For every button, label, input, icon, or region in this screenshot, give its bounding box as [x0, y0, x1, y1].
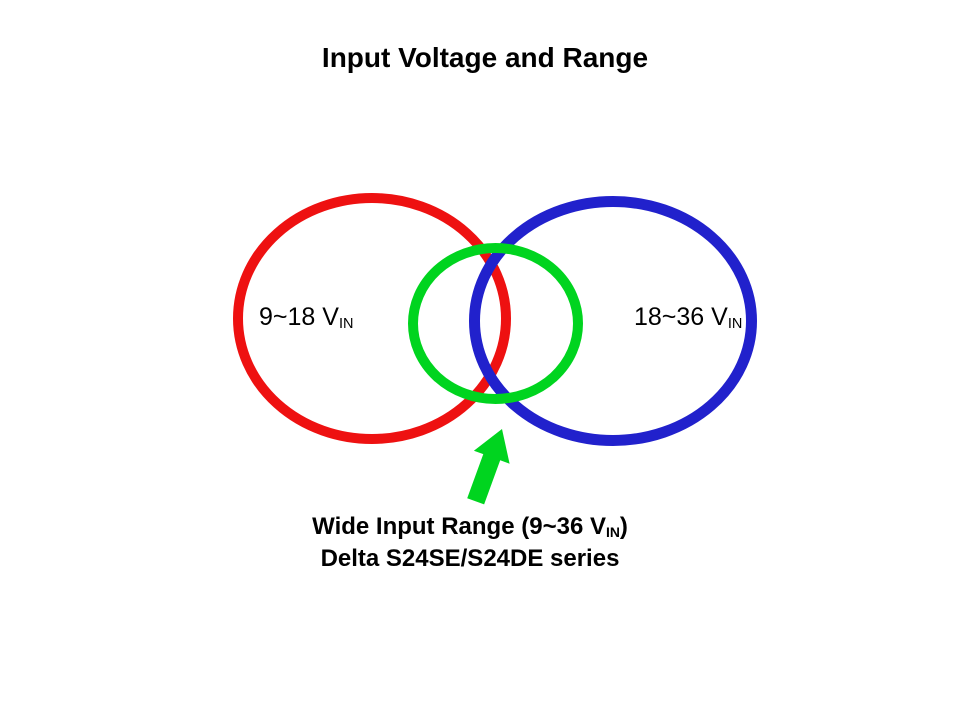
blue-circle-high-range [469, 196, 757, 446]
label-high-value: 18~36 V [634, 303, 728, 331]
slide-title: Input Voltage and Range [321, 42, 649, 73]
caption-line1-subscript: IN [605, 523, 620, 540]
label-high-subscript: IN [727, 315, 743, 332]
caption-line1-close: ) [619, 513, 628, 540]
caption-line1-text: Wide Input Range (9~36 V [312, 513, 606, 540]
label-high-input-range: 18~36 VIN [634, 302, 742, 332]
caption-line-wide-input-range: Wide Input Range (9~36 VIN) [0, 512, 940, 544]
caption: Wide Input Range (9~36 VIN) Delta S24SE/… [0, 512, 940, 574]
label-low-value: 9~18 V [259, 303, 339, 331]
label-low-input-range: 9~18 VIN [259, 302, 353, 332]
green-arrow-icon [467, 429, 510, 505]
caption-line-series: Delta S24SE/S24DE series [320, 545, 620, 572]
label-low-subscript: IN [338, 315, 354, 332]
red-circle-low-range [233, 193, 511, 444]
green-circle-overlap [408, 243, 583, 404]
